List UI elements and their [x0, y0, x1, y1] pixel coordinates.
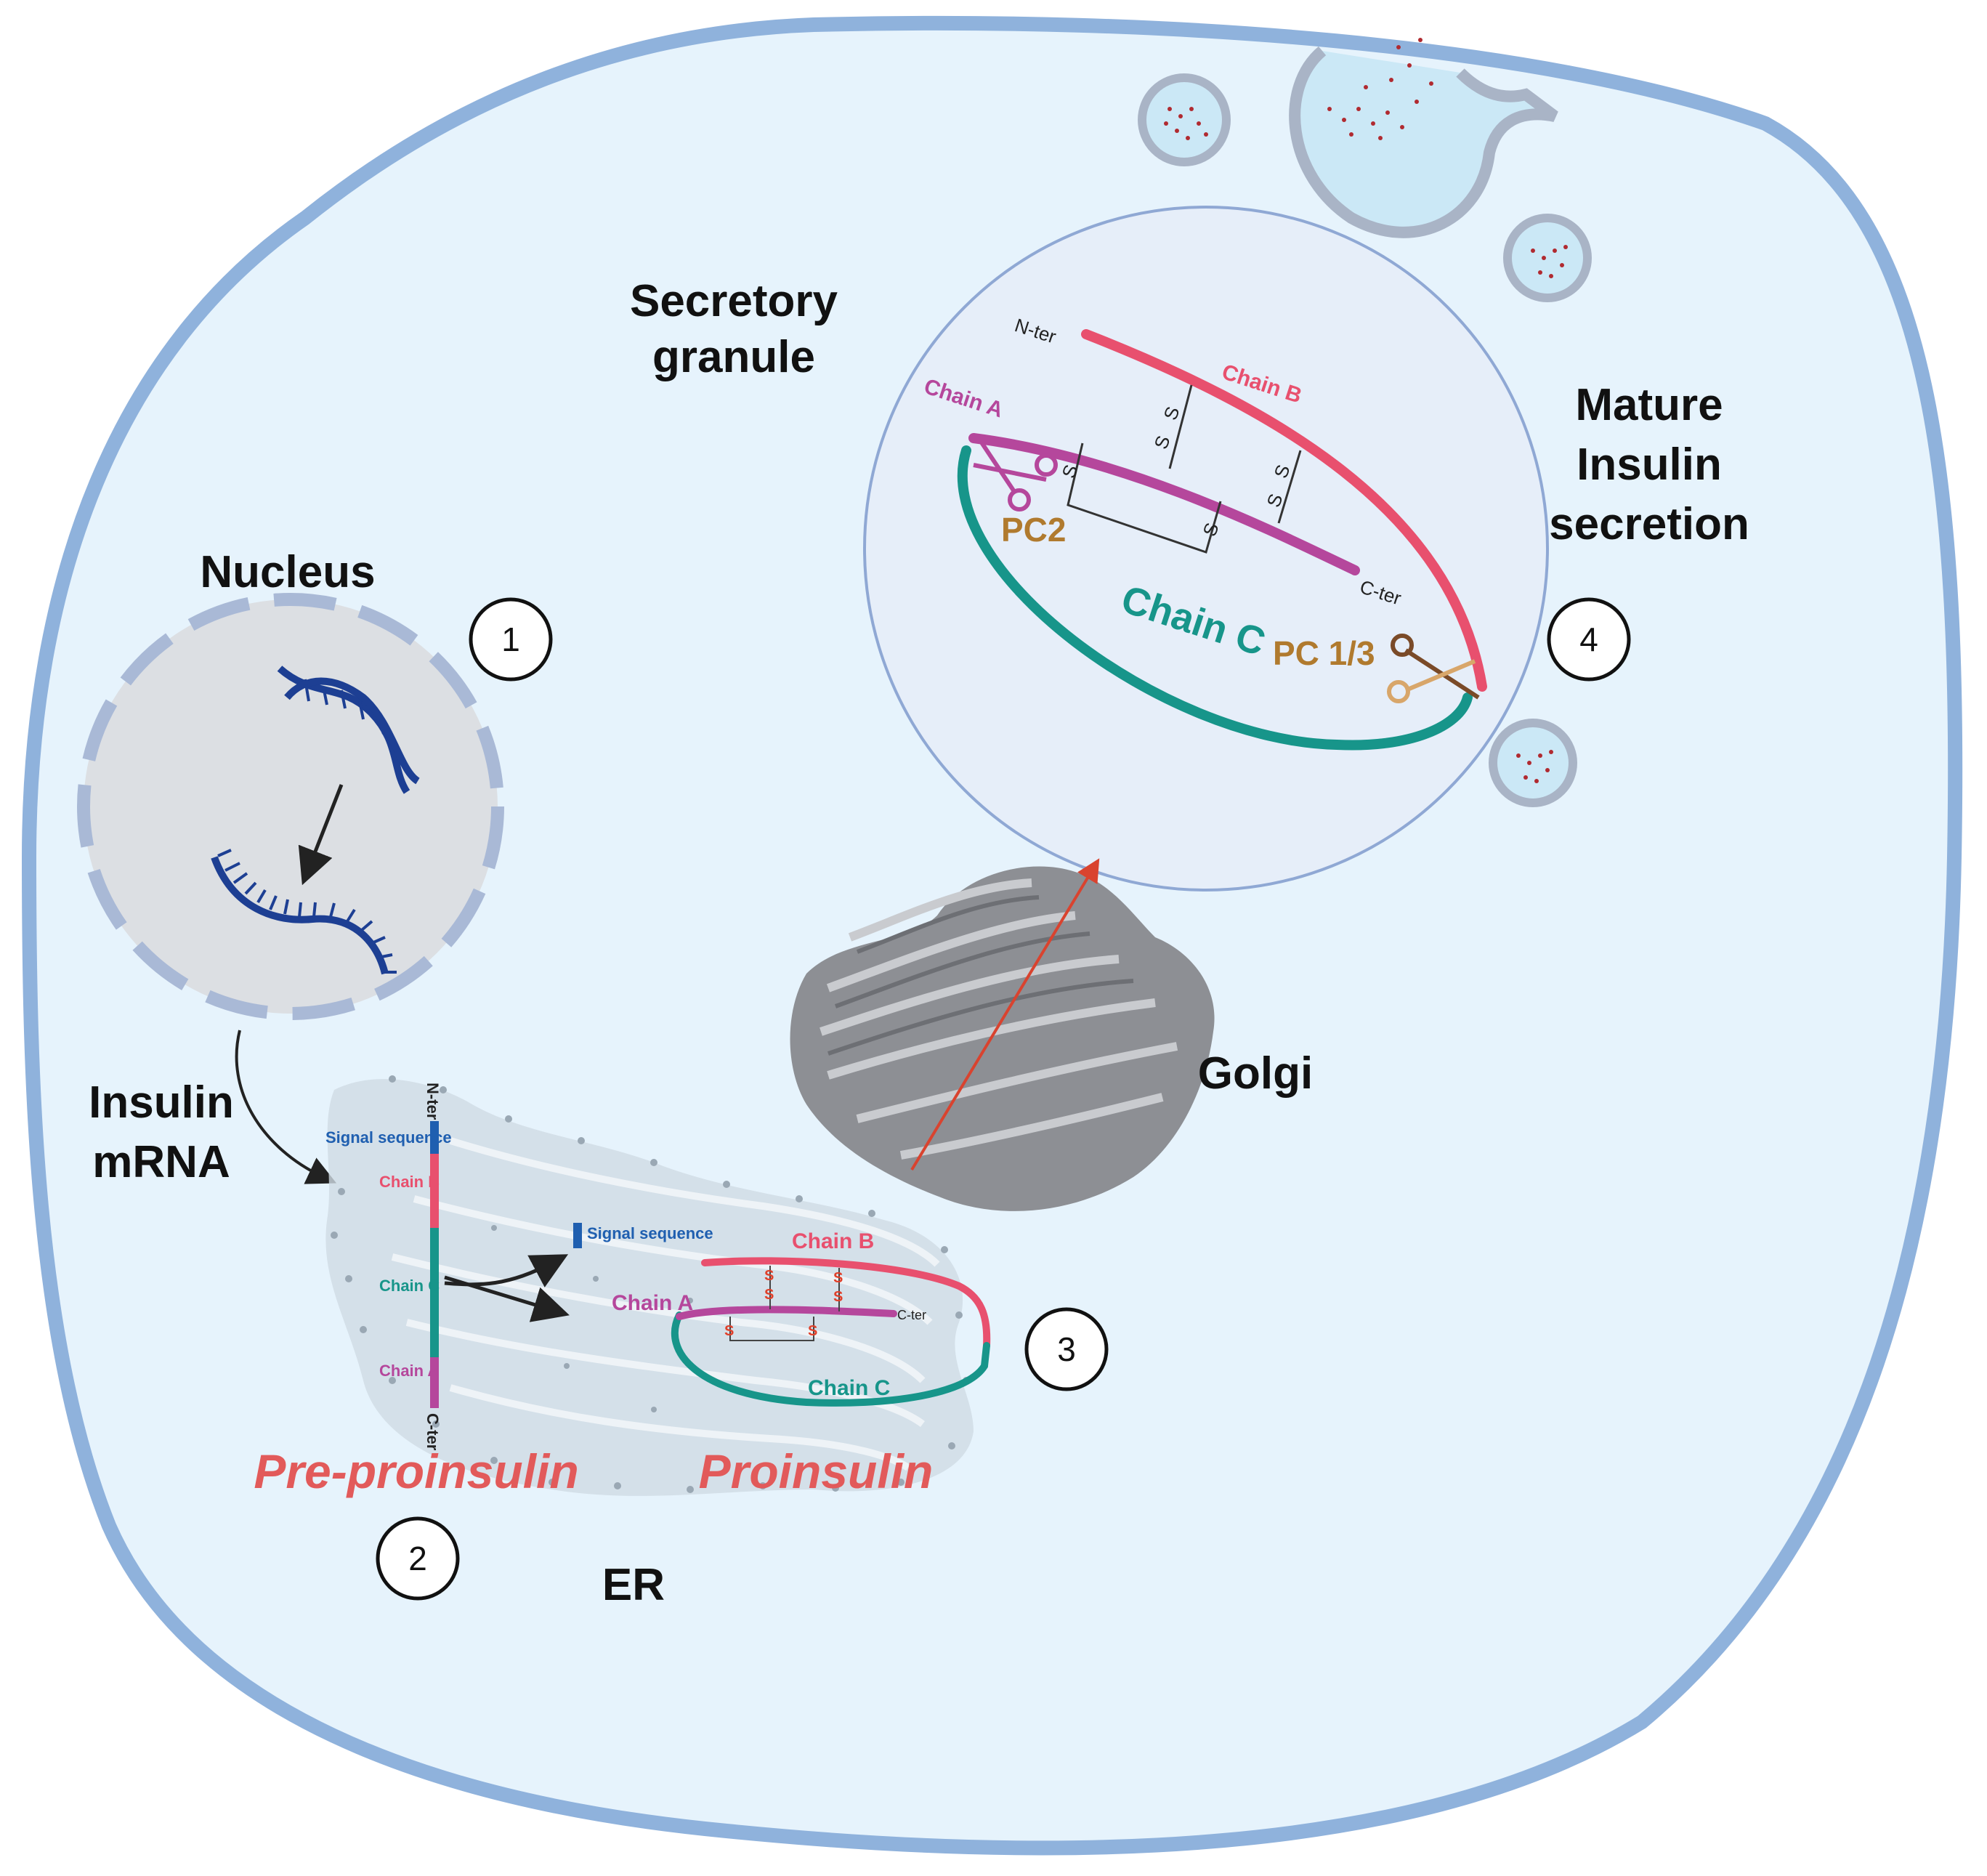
- secretory-granule: S S S S S S N-ter C-ter Chain A Chain B …: [863, 206, 1549, 891]
- s-label: S: [833, 1289, 843, 1305]
- golgi-lumens: [827, 895, 1134, 1056]
- step-number: 2: [408, 1540, 427, 1577]
- ribosome-dots: [331, 1075, 970, 1493]
- proinsulin-chain: Signal sequence S S S S S S Chain A Chai…: [573, 1223, 991, 1407]
- label-secretion: secretion: [1549, 499, 1749, 549]
- label-insulin-mrna-2: mRNA: [92, 1137, 230, 1187]
- pp-chain-b-segment: [430, 1154, 439, 1228]
- nucleus-interior: [84, 599, 498, 1014]
- label-golgi: Golgi: [1198, 1048, 1313, 1099]
- granule-chain-c: [957, 445, 1473, 751]
- step-number: 3: [1057, 1330, 1076, 1368]
- pi-chain-c: [671, 1311, 990, 1407]
- step-number: 4: [1579, 620, 1598, 658]
- nuclear-envelope: [77, 593, 504, 1020]
- pp-chain-a-segment: [430, 1357, 439, 1408]
- step-number: 1: [501, 620, 520, 658]
- exocytosis-pocket: [1289, 46, 1558, 238]
- transport-arrow: [910, 858, 1100, 1171]
- pp-c-ter: C-ter: [424, 1413, 442, 1451]
- pp-signal-segment: [430, 1121, 439, 1154]
- pi-signal-label: Signal sequence: [587, 1224, 713, 1242]
- s-label: S: [724, 1323, 734, 1339]
- vesicle: [1138, 73, 1231, 166]
- pp-chain-c-label: Chain C: [379, 1277, 440, 1295]
- pi-chain-a-label: Chain A: [612, 1291, 693, 1315]
- golgi-apparatus: [790, 858, 1215, 1211]
- s-label: S: [764, 1287, 774, 1303]
- golgi-body: [790, 866, 1215, 1211]
- signal-cleave-arrow: [444, 1254, 569, 1287]
- pp-n-ter: N-ter: [424, 1083, 442, 1120]
- pi-chain-b: [701, 1257, 991, 1349]
- nucleus: [77, 593, 504, 1020]
- s-label: S: [833, 1270, 843, 1286]
- pi-chain-a: [676, 1306, 897, 1320]
- pp-chain-b-label: Chain B: [379, 1173, 440, 1191]
- mrna-icon: [211, 849, 397, 975]
- vesicle: [1503, 214, 1592, 302]
- pi-disulfide-bonds: [729, 1266, 840, 1341]
- pc13-scissors-icon: [1387, 634, 1480, 703]
- dna-icon: [277, 666, 421, 794]
- step-badge-4: 4: [1547, 597, 1631, 682]
- pc2-scissors-icon: [973, 434, 1058, 512]
- label-nucleus: Nucleus: [200, 547, 375, 597]
- pi-signal-segment: [573, 1223, 582, 1248]
- pc2-label: PC2: [1001, 511, 1066, 549]
- transcription-arrow: [298, 784, 344, 886]
- s-label: S: [808, 1323, 817, 1339]
- label-pre-proinsulin: Pre-proinsulin: [254, 1444, 578, 1498]
- er-body: [325, 1079, 974, 1496]
- exocytosis: [1138, 38, 1592, 807]
- pp-chain-a-label: Chain A: [379, 1362, 439, 1380]
- step-badge-1: 1: [469, 597, 553, 682]
- vesicle: [1489, 719, 1577, 807]
- step-badge-3: 3: [1024, 1307, 1109, 1391]
- preproinsulin-chain: N-ter C-ter Signal sequence Chain B Chai…: [325, 1083, 452, 1451]
- label-proinsulin: Proinsulin: [699, 1444, 934, 1498]
- label-insulin-mrna-1: Insulin: [89, 1078, 234, 1128]
- label-er: ER: [602, 1560, 665, 1610]
- label-secretory: Secretory: [630, 276, 838, 326]
- cleavage-arrows: [444, 1254, 570, 1322]
- granule-chain-a: [968, 433, 1360, 575]
- pi-s-labels: S S S S S S: [724, 1268, 843, 1339]
- golgi-cisternae: [820, 878, 1178, 1160]
- pi-chain-b-label: Chain B: [792, 1229, 874, 1253]
- pp-chain-c-segment: [430, 1228, 439, 1357]
- step-badge-2: 2: [376, 1516, 460, 1601]
- insulin-granule-dots: [1164, 38, 1568, 783]
- pi-c-ter: C-ter: [897, 1308, 926, 1322]
- label-mature: Mature: [1575, 380, 1723, 430]
- granule-chain-b: [1081, 329, 1487, 692]
- pc13-label: PC 1/3: [1273, 634, 1375, 672]
- label-granule: granule: [652, 332, 815, 382]
- proinsulin-arrow: [444, 1275, 570, 1322]
- label-insulin: Insulin: [1577, 440, 1722, 490]
- pi-chain-c-label: Chain C: [808, 1376, 890, 1400]
- mrna-export-arrow: [235, 1030, 337, 1184]
- s-label: S: [764, 1268, 774, 1284]
- granule-disulfide-bonds: [1067, 384, 1302, 554]
- pp-signal-label: Signal sequence: [325, 1128, 452, 1147]
